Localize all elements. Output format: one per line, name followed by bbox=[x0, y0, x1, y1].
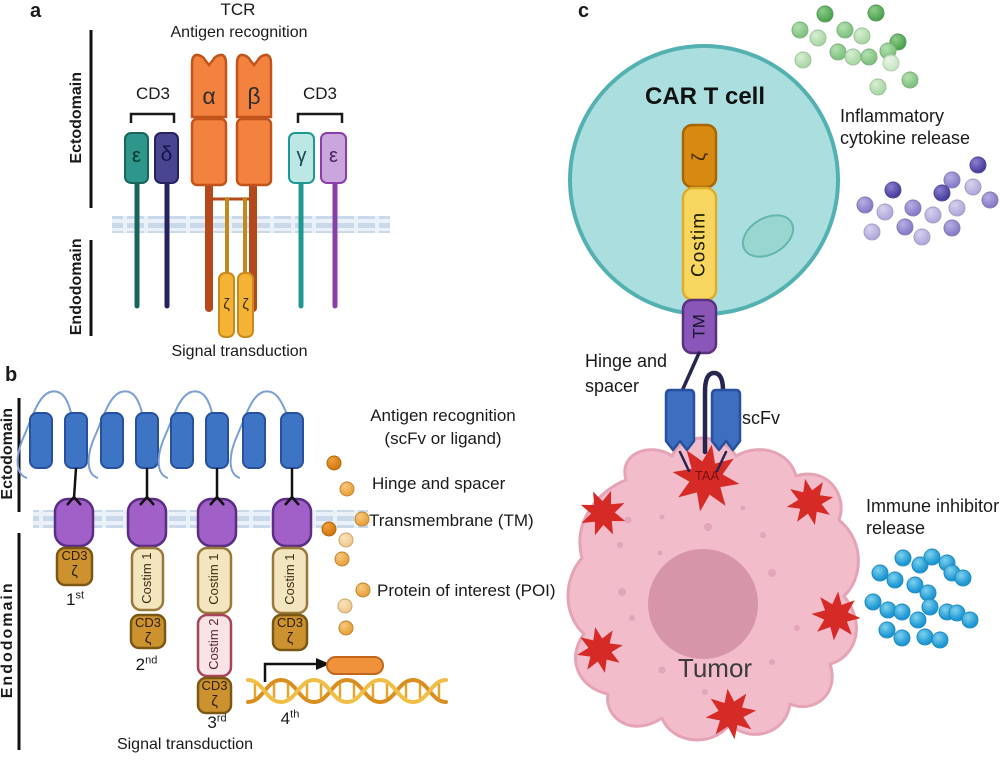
gen1-cd3-text: CD3 bbox=[61, 548, 88, 563]
scfv-domain-right bbox=[710, 388, 742, 452]
panel-a-graphics bbox=[89, 30, 390, 338]
legend-poi: Protein of interest (POI) bbox=[377, 581, 556, 600]
receptor-zeta-text: ζ bbox=[689, 152, 710, 161]
scfv-domain-left bbox=[664, 388, 696, 452]
zeta-left-box bbox=[218, 272, 235, 338]
transcription-arrow bbox=[263, 662, 316, 682]
gen3-costim2-text: Costim 2 bbox=[205, 618, 221, 670]
gen1-label: 1st bbox=[65, 589, 85, 609]
gen2-label: 2nd bbox=[135, 654, 158, 674]
protein-pill bbox=[326, 656, 384, 675]
taa-label: TAA bbox=[694, 468, 720, 483]
transgene-graphic bbox=[246, 656, 448, 705]
beta-top-domain bbox=[235, 53, 273, 119]
gen1-zeta-text: ζ bbox=[71, 563, 78, 580]
inhibitor-caption-line1: Immune inhibitor bbox=[866, 496, 1000, 516]
panel-a-label: a bbox=[30, 0, 42, 22]
signal-transduction-caption-a: Signal transduction bbox=[171, 343, 308, 360]
scfv-prong-lines bbox=[678, 450, 728, 473]
legend-hinge: Hinge and spacer bbox=[372, 474, 506, 493]
legend-antigen-line1: Antigen recognition bbox=[370, 406, 516, 425]
scfv-label: scFv bbox=[742, 408, 780, 428]
alpha-bottom-domain bbox=[190, 117, 228, 187]
panel-b-graphics bbox=[16, 390, 448, 750]
car-gen2-construct bbox=[87, 390, 168, 650]
dna-helix bbox=[246, 677, 448, 705]
endodomain-label-b: Endodomain bbox=[0, 581, 17, 699]
tumor-label: Tumor bbox=[677, 653, 753, 683]
epsilon-right-letter: ε bbox=[329, 145, 338, 167]
tcr-title: TCR bbox=[220, 0, 256, 19]
gen2-costim1-text: Costim 1 bbox=[138, 552, 154, 604]
gen3-zeta-text: ζ bbox=[211, 693, 218, 710]
alpha-top-domain bbox=[190, 53, 228, 119]
signal-transduction-caption-b: Signal transduction bbox=[116, 736, 254, 753]
panel-c-graphics bbox=[566, 44, 863, 743]
panel-b-label: b bbox=[5, 364, 18, 386]
beta-bottom-domain bbox=[235, 117, 273, 187]
gen4-label: 4th bbox=[280, 708, 300, 728]
receptor-tm-text: TM bbox=[689, 314, 709, 339]
cytokine-caption-line2: cytokine release bbox=[840, 128, 971, 148]
inhibitor-caption-line2: release bbox=[866, 518, 926, 538]
gen2-cd3-text: CD3 bbox=[134, 615, 161, 630]
epsilon-left-letter: ε bbox=[132, 145, 141, 167]
endodomain-label: Endodomain bbox=[68, 238, 86, 336]
gen4-costim1-text: Costim 1 bbox=[281, 553, 297, 605]
antigen-recognition-caption: Antigen recognition bbox=[170, 24, 308, 41]
epsilon-right-domain bbox=[320, 132, 347, 184]
zeta-right-box bbox=[237, 272, 254, 338]
gen3-cd3-text: CD3 bbox=[201, 678, 228, 693]
hinge-line bbox=[680, 351, 701, 393]
car-gen3-construct bbox=[157, 390, 238, 715]
car-t-cell-title: CAR T cell bbox=[644, 83, 766, 110]
beta-letter: β bbox=[247, 83, 261, 109]
zeta-right-letter: ζ bbox=[242, 296, 249, 313]
legend-antigen-line2: (scFv or ligand) bbox=[384, 429, 502, 448]
ectodomain-label-b: Ectodomain bbox=[0, 408, 17, 500]
tumor-nucleus bbox=[648, 549, 758, 659]
cd3-right-label: CD3 bbox=[302, 84, 337, 103]
cell-organelle bbox=[741, 214, 795, 258]
ectodomain-label: Ectodomain bbox=[68, 72, 86, 164]
gen3-label: 3rd bbox=[207, 712, 227, 732]
scfv-linker-loop bbox=[702, 370, 726, 455]
gen4-zeta-text: ζ bbox=[286, 630, 294, 647]
gamma-letter: γ bbox=[296, 145, 307, 167]
car-gen4-construct bbox=[229, 390, 313, 652]
hinge-spacer-label-line2: spacer bbox=[585, 376, 640, 396]
legend-transmembrane: Transmembrane (TM) bbox=[369, 511, 534, 530]
delta-letter: δ bbox=[160, 143, 173, 166]
alpha-letter: α bbox=[202, 83, 216, 109]
epsilon-left-domain bbox=[124, 132, 149, 184]
arrowhead bbox=[316, 658, 330, 670]
delta-domain bbox=[154, 132, 179, 184]
gamma-domain bbox=[288, 132, 315, 184]
gen4-cd3-text: CD3 bbox=[276, 615, 303, 630]
gen2-zeta-text: ζ bbox=[144, 630, 152, 647]
cd3-right-bracket bbox=[296, 112, 344, 123]
hinge-spacer-label-line1: Hinge and bbox=[585, 351, 668, 371]
tumor-speckles bbox=[617, 505, 800, 695]
zeta-left-letter: ζ bbox=[223, 296, 230, 313]
cytokine-caption-line1: Inflammatory bbox=[840, 106, 945, 126]
cd3-left-label: CD3 bbox=[135, 84, 170, 103]
cd3-left-bracket bbox=[129, 112, 176, 123]
car-gen1-construct bbox=[16, 390, 95, 587]
panel-c-label: c bbox=[578, 0, 590, 22]
